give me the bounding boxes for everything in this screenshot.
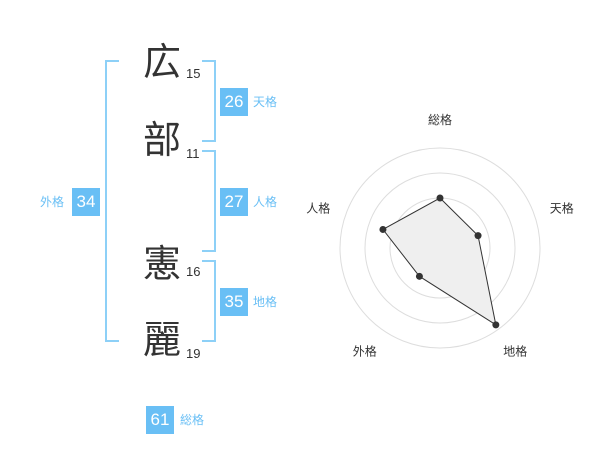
chikaku-label: 地格	[253, 295, 278, 309]
radar-area	[382, 197, 497, 326]
gaikaku-badge: 34	[72, 188, 100, 216]
radar-point-1	[436, 194, 444, 202]
radar-point-4	[415, 272, 423, 280]
tenkaku-badge: 26	[220, 88, 248, 116]
stroke-count-1: 15	[186, 66, 201, 81]
name-char-2: 部	[142, 118, 181, 162]
name-char-3: 憲	[142, 242, 181, 286]
stroke-count-2: 11	[186, 146, 200, 161]
jinkaku-bracket	[202, 150, 216, 252]
chikaku-badge: 35	[220, 288, 248, 316]
radar-ring-3	[364, 172, 516, 324]
tenkaku-bracket	[202, 60, 216, 142]
radar-axis-label-1: 総格	[428, 112, 452, 127]
stroke-count-3: 16	[186, 264, 201, 279]
gaikaku-label: 外格	[40, 195, 65, 209]
radar-axis-label-4: 外格	[353, 344, 377, 359]
radar-point-5	[379, 225, 387, 233]
stroke-count-4: 19	[186, 346, 201, 361]
chikaku-bracket	[202, 260, 216, 342]
soukaku-badge: 61	[146, 406, 174, 434]
radar-point-3	[492, 321, 500, 329]
radar-axis-label-3: 地格	[503, 344, 527, 359]
gaikaku-bracket	[105, 60, 119, 342]
radar-ring-4	[339, 147, 541, 349]
radar-axis-label-2: 天格	[550, 200, 574, 215]
name-char-4: 麗	[142, 318, 181, 362]
name-char-1: 広	[142, 40, 181, 84]
tenkaku-label: 天格	[253, 95, 278, 109]
radar-points	[379, 194, 500, 329]
soukaku-label: 総格	[180, 413, 205, 427]
jinkaku-badge: 27	[220, 188, 248, 216]
jinkaku-label: 人格	[253, 195, 278, 209]
radar-axis-label-5: 人格	[306, 200, 330, 215]
radar-point-2	[474, 232, 482, 240]
